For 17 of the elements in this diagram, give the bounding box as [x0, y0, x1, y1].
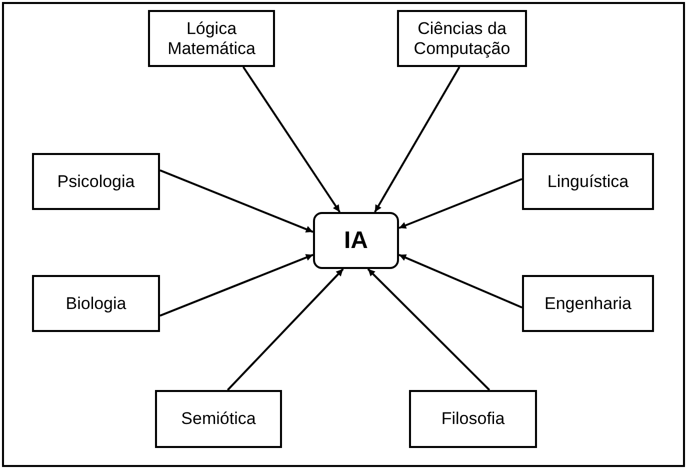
discipline-box: Lógica Matemática: [148, 10, 275, 67]
discipline-box: Biologia: [32, 275, 160, 332]
arrow: [398, 178, 522, 229]
arrow: [242, 66, 341, 213]
discipline-box: Semiótica: [155, 390, 282, 448]
discipline-box: Ciências da Computação: [397, 10, 527, 67]
discipline-box: Psicologia: [32, 153, 160, 210]
arrow: [367, 268, 490, 391]
arrow: [160, 254, 314, 317]
discipline-box: Engenharia: [522, 275, 654, 332]
discipline-box: Filosofia: [409, 390, 537, 448]
arrow: [398, 254, 522, 308]
arrow: [226, 268, 344, 391]
arrow: [374, 66, 460, 212]
arrow: [160, 169, 314, 233]
central-box: IA: [313, 212, 399, 269]
discipline-box: Linguística: [522, 153, 654, 210]
